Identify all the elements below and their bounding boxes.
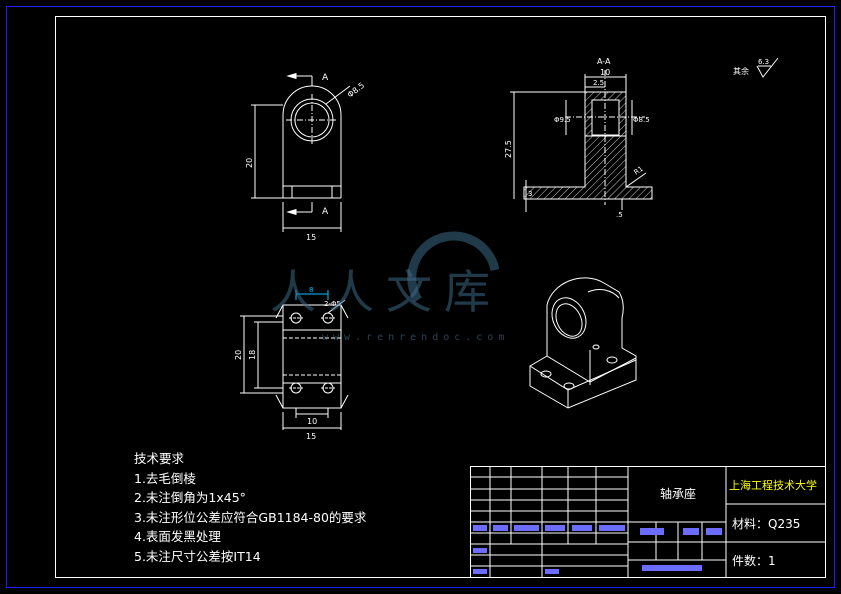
- section-title: A-A: [597, 57, 611, 66]
- front-hole-dim: Φ8.5: [346, 81, 367, 100]
- requirement-item: 5.未注尺寸公差按IT14: [134, 548, 261, 564]
- title-block-cells: [473, 525, 722, 574]
- section-base-dim: 3: [528, 190, 532, 198]
- requirement-item: 2.未注倒角为1x45°: [134, 490, 246, 505]
- section-view: [510, 70, 653, 212]
- material-label: 材料：Q235: [732, 517, 800, 531]
- roughness-label: 其余: [733, 66, 749, 76]
- school-name: 上海工程技术大学: [729, 478, 817, 492]
- front-height-dim: 20: [245, 158, 254, 168]
- top-offset-dim: 8: [309, 286, 313, 294]
- section-height-dim: 27.5: [504, 140, 513, 158]
- requirement-item: 3.未注形位公差应符合GB1184-80的要求: [134, 509, 367, 525]
- part-name: 轴承座: [660, 486, 696, 501]
- top-width-dim: 15: [306, 432, 316, 441]
- outer-frame: [6, 6, 835, 588]
- requirements-title: 技术要求: [134, 451, 185, 466]
- watermark-url: www.renrendoc.com: [322, 332, 510, 343]
- top-inner-dim: 18: [248, 350, 257, 360]
- front-view: [251, 72, 351, 232]
- front-width-dim: 15: [306, 233, 316, 242]
- section-edge-dim: .5: [616, 211, 623, 219]
- quantity-label: 件数：1: [732, 553, 776, 568]
- section-hole-right-dim: Φ8.5: [633, 116, 650, 124]
- watermark-logo-icon: [407, 231, 500, 303]
- section-top-dim: 10: [600, 68, 610, 77]
- section-marker-bottom: A: [322, 207, 329, 217]
- requirement-item: 4.表面发黑处理: [134, 529, 221, 544]
- requirement-item: 1.去毛倒棱: [134, 470, 196, 486]
- drawing-border: [55, 16, 826, 578]
- top-holes-dim: 2-Φ5: [324, 300, 341, 308]
- isometric-view: [529, 277, 637, 409]
- roughness-value: 6.3: [758, 58, 769, 66]
- top-height-dim: 20: [234, 350, 243, 360]
- top-view: [240, 299, 349, 430]
- section-hole-left-dim: Φ9.5: [554, 116, 571, 124]
- watermark-text: 人人文库: [270, 265, 502, 319]
- section-small-dim: 2.5: [593, 79, 604, 87]
- section-radius-dim: R1: [633, 165, 645, 177]
- section-marker-top: A: [322, 73, 329, 83]
- technical-requirements: 技术要求 1.去毛倒棱 2.未注倒角为1x45° 3.未注形位公差应符合GB11…: [134, 449, 366, 566]
- roughness-symbol: [756, 57, 779, 78]
- top-offset-marker: [295, 290, 329, 300]
- top-bottom-dim: 10: [307, 417, 317, 426]
- title-block: [470, 466, 826, 578]
